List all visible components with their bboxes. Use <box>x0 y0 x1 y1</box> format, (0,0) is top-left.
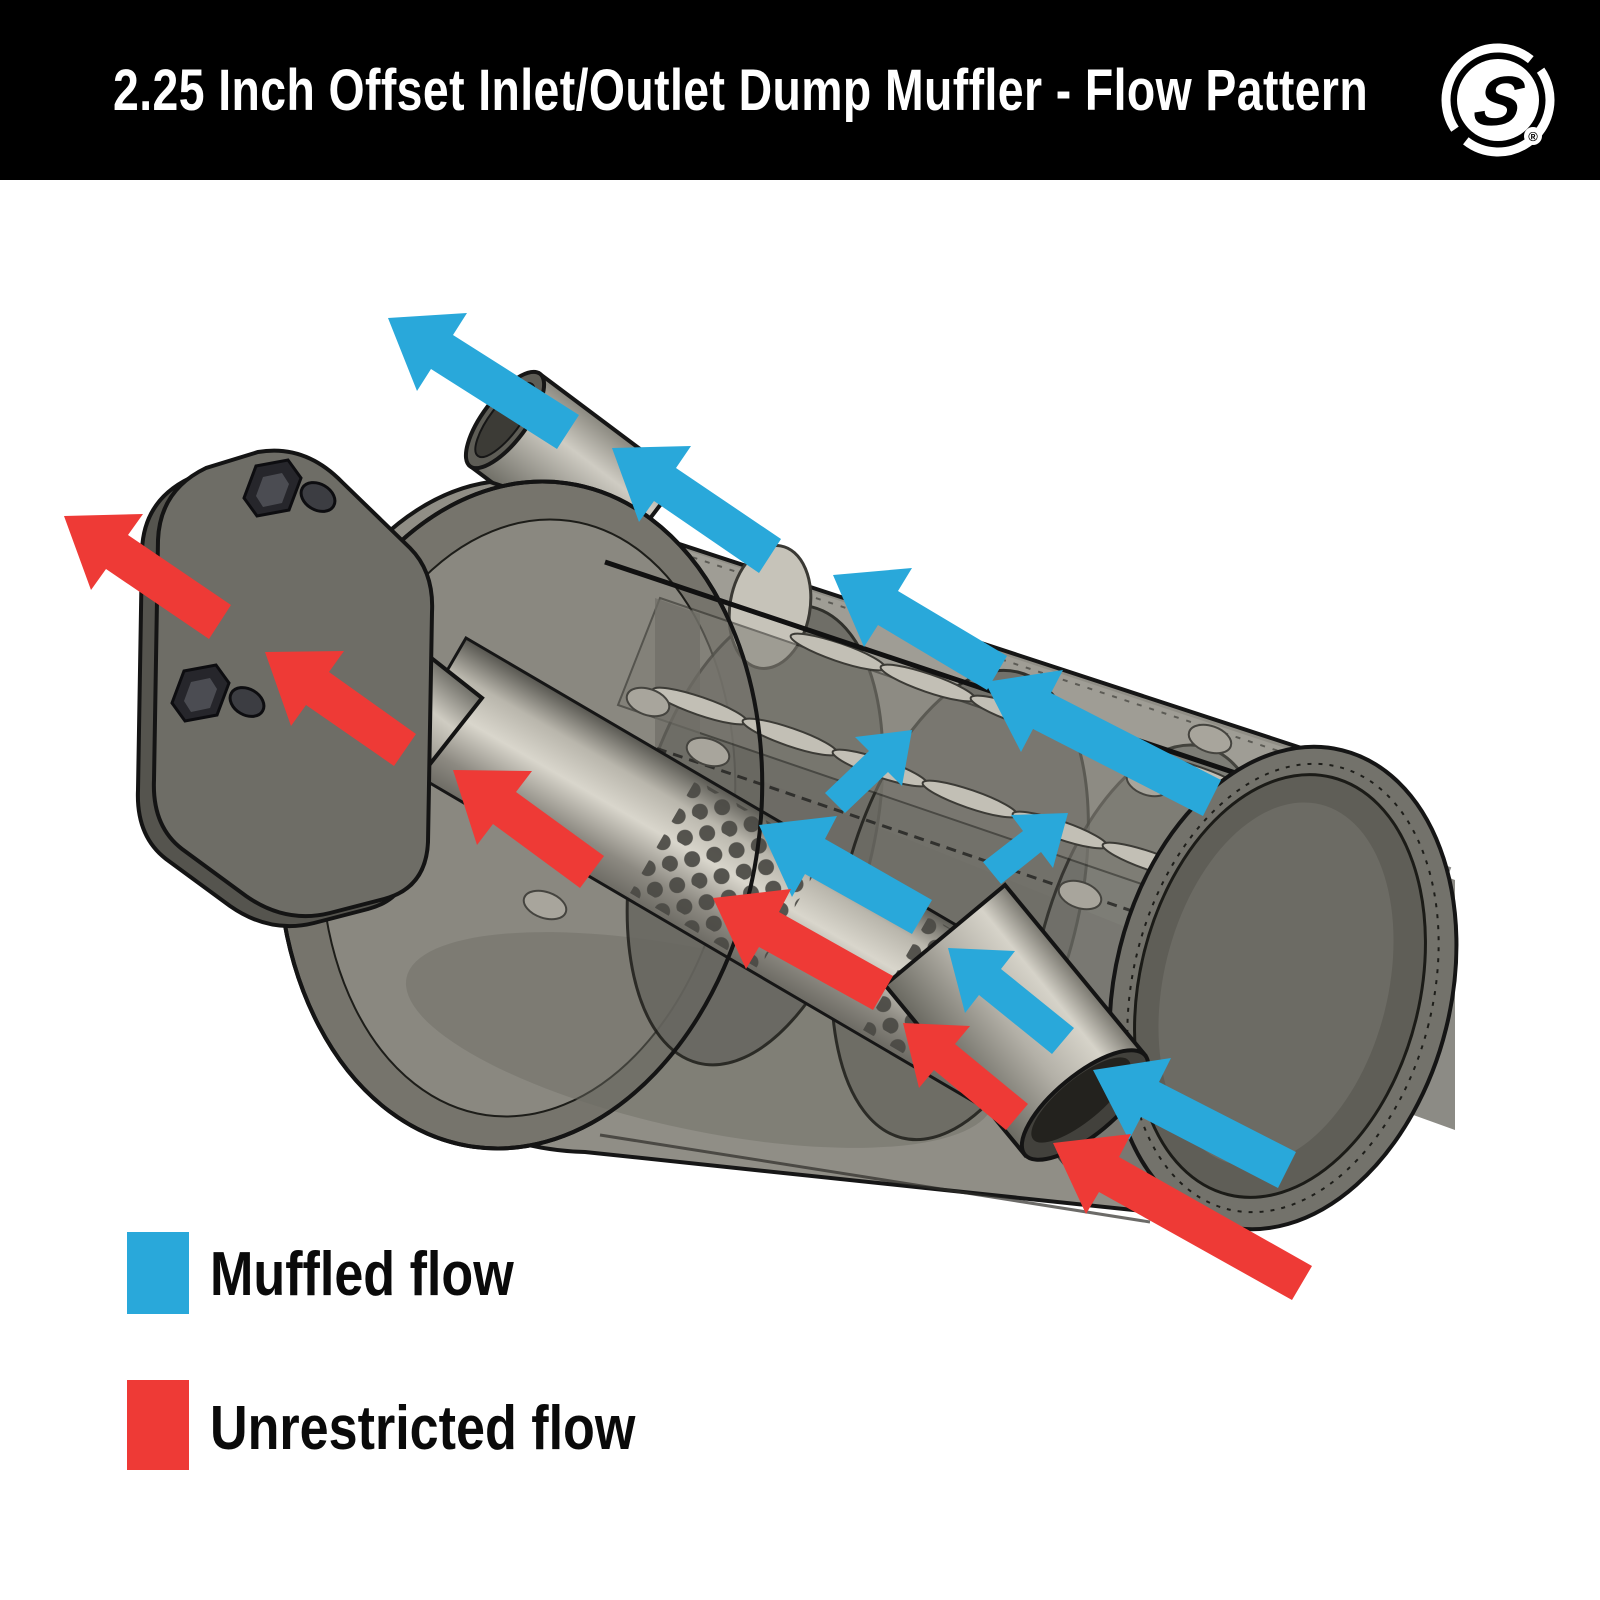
registered-mark-dot <box>1524 127 1542 145</box>
muffled-flow-arrow <box>825 730 912 813</box>
unrestricted-flow-arrow <box>265 651 416 766</box>
bolt-icon <box>242 458 337 518</box>
muffled-flow-arrow <box>985 670 1221 816</box>
right-end-cap <box>1107 744 1459 1232</box>
brand-logo-icon: S ® <box>1441 43 1555 157</box>
legend-swatch-muffled <box>127 1232 189 1314</box>
muffled-flow-arrow <box>948 948 1074 1054</box>
hidden-line <box>479 686 1323 978</box>
muffled-flow-arrow <box>833 568 1007 690</box>
legend-label-unrestricted: Unrestricted flow <box>210 1394 636 1463</box>
muffled-flow-arrow <box>983 813 1068 884</box>
unrestricted-flow-arrow <box>713 889 893 1010</box>
muffled-flow-arrow <box>612 446 781 573</box>
flow-arrows <box>64 313 1312 1300</box>
muffled-flow-arrow <box>388 313 579 449</box>
registered-mark: ® <box>1528 129 1538 144</box>
unrestricted-flow-arrow <box>1053 1134 1312 1300</box>
unrestricted-flow-arrow <box>64 514 231 639</box>
muffled-flow-arrow <box>759 816 932 934</box>
header-bar: 2.25 Inch Offset Inlet/Outlet Dump Muffl… <box>0 0 1600 180</box>
legend-swatch-unrestricted <box>127 1380 189 1470</box>
muffled-flow-arrow <box>1093 1058 1296 1188</box>
legend-label-muffled: Muffled flow <box>210 1240 514 1309</box>
legend: Muffled flow Unrestricted flow <box>127 1232 636 1470</box>
body-seam <box>604 559 1353 815</box>
page-title: 2.25 Inch Offset Inlet/Outlet Dump Muffl… <box>113 57 1369 123</box>
unrestricted-flow-arrow <box>903 1023 1028 1130</box>
unrestricted-flow-arrow <box>453 770 604 888</box>
bolt-icon <box>170 663 266 723</box>
logo-disc <box>1457 59 1539 141</box>
